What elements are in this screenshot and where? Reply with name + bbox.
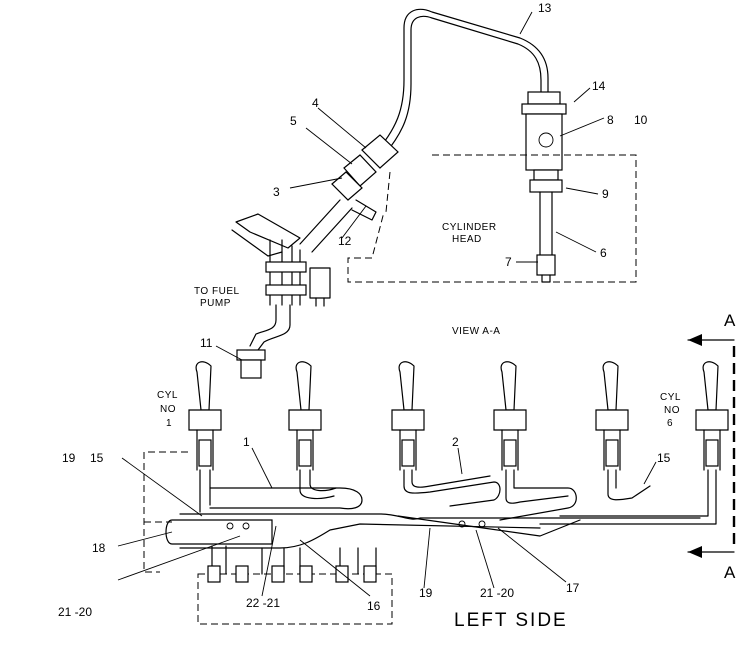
fuel-manifold: [165, 513, 701, 549]
callout-2: 2: [452, 435, 459, 449]
callout-18: 18: [92, 541, 106, 555]
left-side-label: LEFT SIDE: [454, 610, 568, 631]
injection-lines-view: [143, 334, 736, 625]
callout-4: 4: [312, 96, 319, 110]
callout-15-left: 15: [90, 451, 104, 465]
cyl-right-line3: 6: [667, 418, 673, 429]
callout-3: 3: [273, 185, 280, 199]
section-label-bottom: A: [724, 563, 736, 582]
callout-22-21: 22 -21: [246, 596, 280, 610]
callout-13: 13: [538, 1, 552, 15]
cyl-left-line2: NO: [160, 404, 176, 415]
fuel-tube-13: [377, 8, 549, 151]
section-label-top: A: [724, 311, 736, 330]
view-a-a-detail: [231, 8, 637, 379]
section-cut-line: [687, 334, 736, 558]
callout-6: 6: [600, 246, 607, 260]
callout-16: 16: [367, 599, 381, 613]
cylinder-label: CYLINDER: [442, 222, 497, 233]
callout-8: 8: [607, 113, 614, 127]
callout-21-20-bottom: 21 -20: [480, 586, 514, 600]
nozzle-fitting-assembly: [299, 134, 399, 253]
callout-15-right: 15: [657, 451, 671, 465]
bracket-and-supply-line: [231, 213, 331, 379]
head-label: HEAD: [452, 234, 482, 245]
callout-5: 5: [290, 114, 297, 128]
cyl-left-line3: 1: [166, 418, 172, 429]
callout-12: 12: [338, 234, 352, 248]
callout-9: 9: [602, 187, 609, 201]
cylinder-injectors: [188, 361, 729, 471]
fuel-lines: [199, 469, 717, 525]
caption-texts: TO FUEL PUMP CYLINDER HEAD VIEW A-A CYL …: [157, 222, 736, 631]
callout-1: 1: [243, 435, 250, 449]
callout-19-left: 19: [62, 451, 76, 465]
cyl-right-line1: CYL: [660, 392, 681, 403]
callout-11: 11: [200, 336, 213, 350]
injector-2: [288, 361, 322, 471]
cyl-left-line1: CYL: [157, 390, 178, 401]
injector-6: [695, 361, 729, 471]
injector-5: [595, 361, 629, 471]
callout-7: 7: [505, 255, 512, 269]
fuel-pump-block: [197, 545, 393, 625]
left-bracket-outline: [143, 451, 188, 573]
injector-3: [391, 361, 425, 471]
view-label: VIEW A-A: [452, 326, 500, 337]
injector-1: [188, 361, 222, 471]
callout-21-20-left: 21 -20: [58, 605, 92, 619]
callout-17: 17: [566, 581, 580, 595]
callout-labels: 13 14 8 10 9 6 7 4 5 3 12 11 1 2 19 15 1…: [58, 1, 671, 619]
callout-19-bottom: 19: [419, 586, 433, 600]
cyl-right-line2: NO: [664, 405, 680, 416]
cylinder-head-outline: [347, 154, 637, 283]
injector-4: [493, 361, 527, 471]
injector-nozzle: [521, 91, 567, 283]
to-fuel-label: TO FUEL: [194, 286, 240, 297]
callout-10: 10: [634, 113, 648, 127]
pump-label: PUMP: [200, 298, 231, 309]
callout-14: 14: [592, 79, 606, 93]
leader-lines: [117, 11, 657, 597]
